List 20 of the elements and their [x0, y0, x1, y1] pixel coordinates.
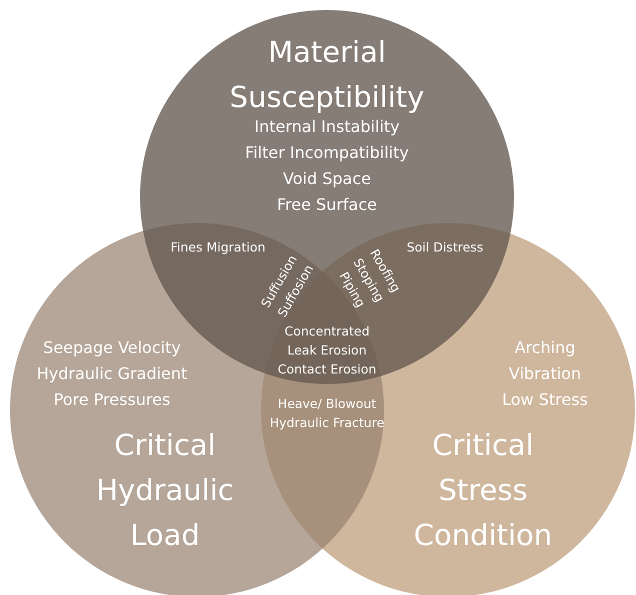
overlap-label: Fines Migration	[170, 238, 266, 256]
factor-label: Void Space	[283, 169, 371, 189]
circle-heading: Material Susceptibility	[228, 34, 426, 116]
factor-label: Pore Pressures	[54, 390, 170, 410]
overlap-label: Concentrated	[284, 322, 370, 340]
factor-label: Internal Instability	[254, 117, 400, 137]
factor-label: Filter Incompatibility	[245, 143, 409, 163]
factor-label: Free Surface	[277, 195, 377, 215]
factor-label: Seepage Velocity	[43, 338, 181, 358]
overlap-label: Leak Erosion	[287, 342, 367, 360]
overlap-label: Soil Distress	[406, 238, 484, 256]
overlap-label: Contact Erosion	[278, 360, 376, 378]
factor-label: Arching	[514, 338, 576, 358]
factor-label: Low Stress	[502, 390, 588, 410]
overlap-label: Hydraulic Fracture	[270, 414, 384, 432]
circle-heading: Critical Stress Condition	[412, 427, 554, 554]
circle-heading: Critical Hydraulic Load	[95, 427, 235, 554]
overlap-label: Heave/ Blowout	[278, 395, 376, 413]
factor-label: Hydraulic Gradient	[36, 364, 188, 384]
factor-label: Vibration	[508, 364, 582, 384]
